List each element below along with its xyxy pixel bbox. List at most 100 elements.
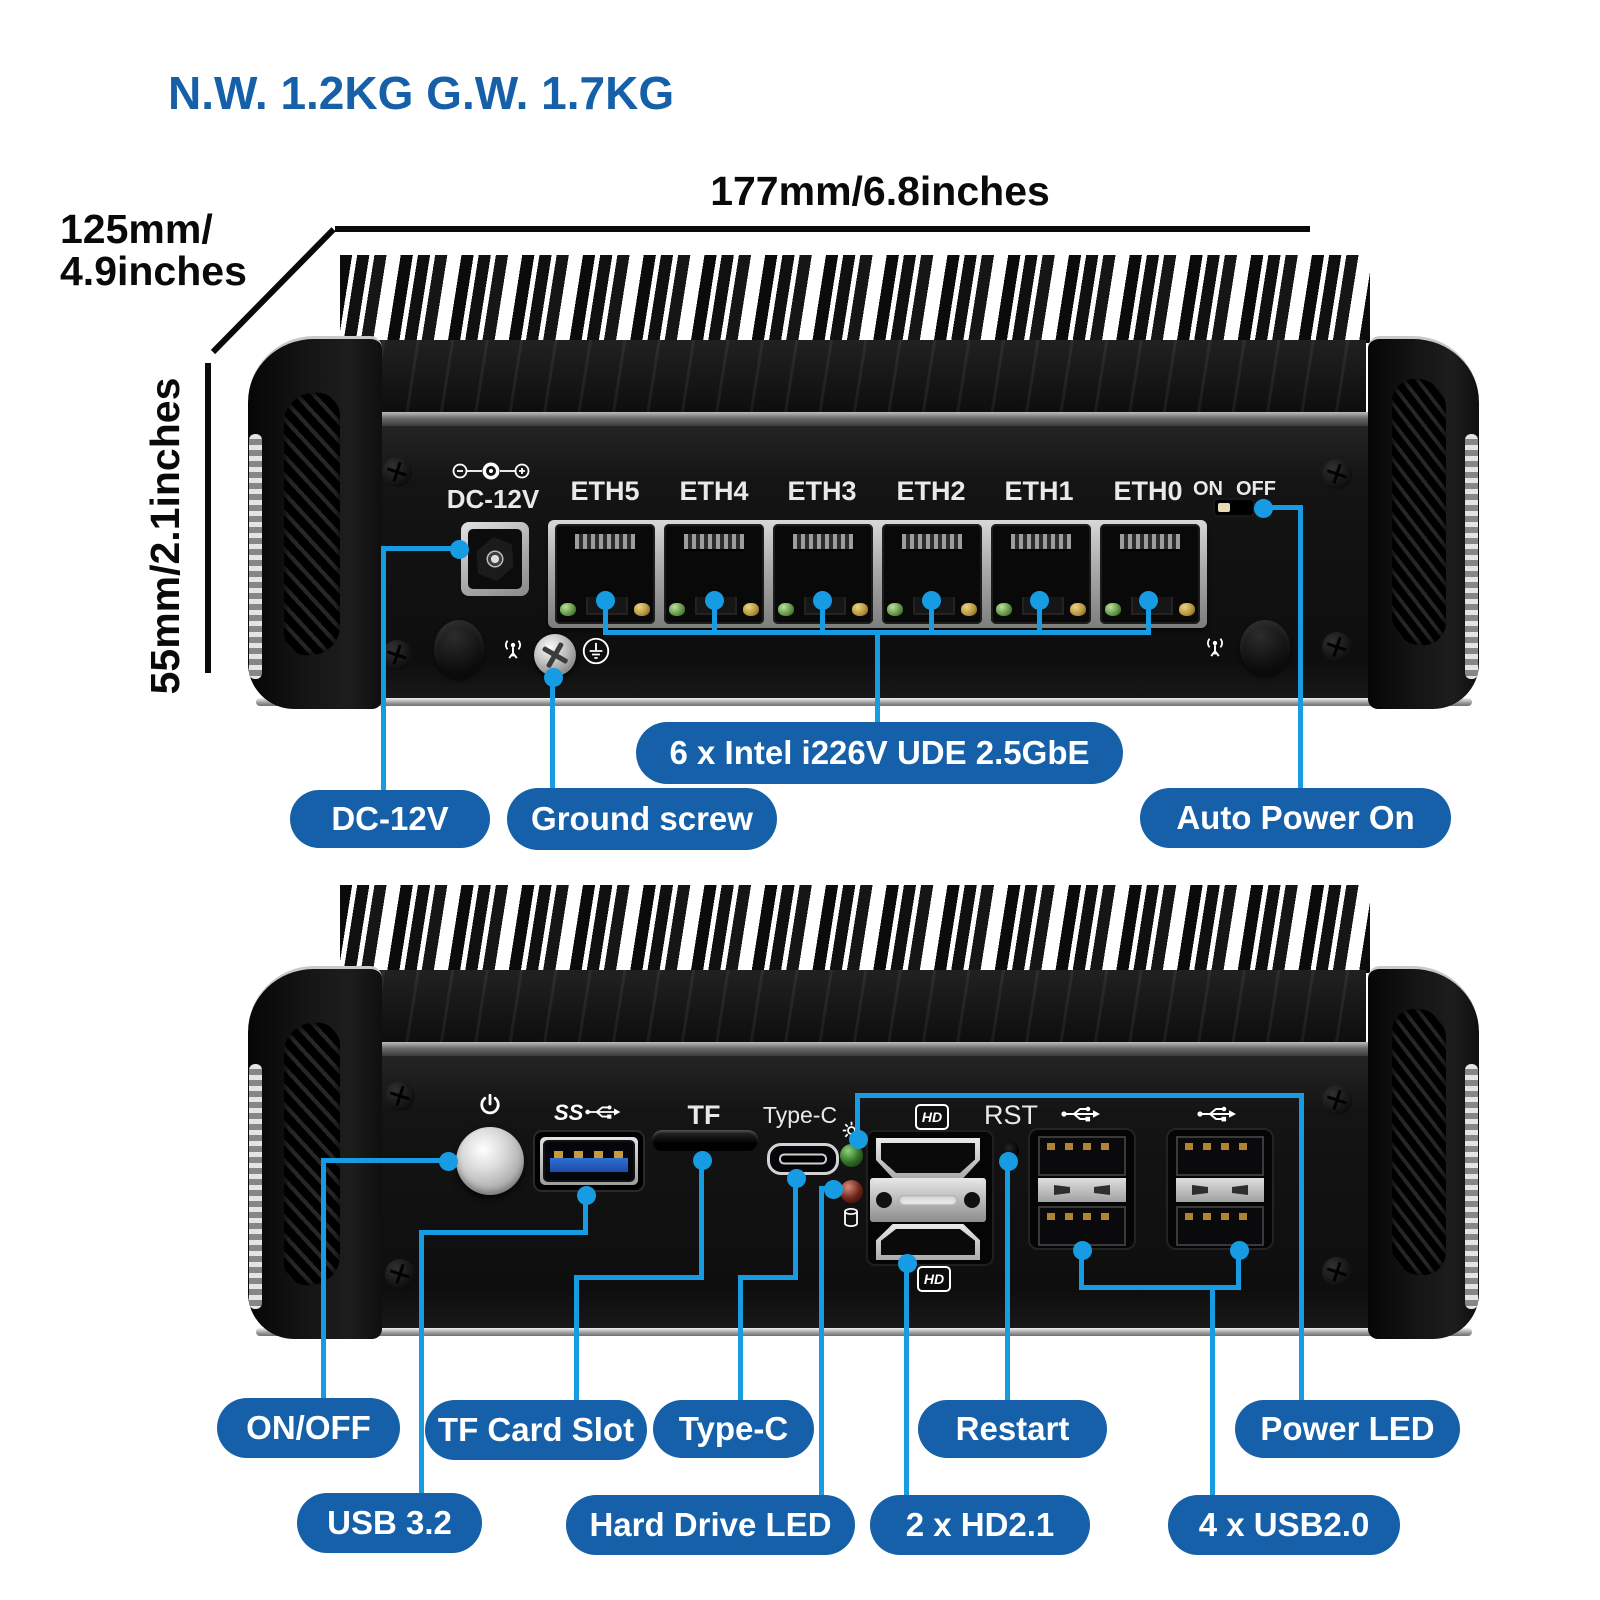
height-dimension-label: 55mm/2.1inches <box>142 377 188 695</box>
hard-drive-led <box>840 1180 863 1203</box>
power-led <box>840 1144 863 1167</box>
callout-line <box>1236 1250 1241 1290</box>
callout-line <box>793 1178 798 1280</box>
weights-heading: N.W. 1.2KG G.W. 1.7KG <box>168 67 675 119</box>
hdmi-port-bottom <box>876 1224 980 1260</box>
eth2-label: ETH2 <box>896 476 966 506</box>
end-cap-left-front <box>248 966 382 1339</box>
antenna-icon <box>504 640 522 659</box>
dc-power-jack <box>461 522 529 596</box>
end-cap-right-rear <box>1368 336 1479 709</box>
usb3-port <box>533 1130 645 1192</box>
panel-screw <box>382 640 412 670</box>
ethernet-port-bezel <box>548 520 1207 628</box>
chassis-top-edge-front <box>368 1042 1372 1058</box>
callout-line <box>820 600 825 635</box>
hard-drive-icon <box>844 1208 858 1227</box>
callout-dot-dc <box>450 540 469 559</box>
height-dimension-line <box>205 363 211 673</box>
callout-line <box>583 1195 588 1235</box>
tf-slot-label: TF <box>687 1100 721 1130</box>
vent-slot <box>1392 376 1446 648</box>
callout-line <box>1210 1285 1215 1495</box>
panel-screw <box>1322 1257 1352 1287</box>
panel-screw <box>1322 1085 1352 1115</box>
panel-screw <box>1322 459 1352 489</box>
callout-line <box>550 677 555 790</box>
callout-pill-ground: Ground screw <box>507 788 777 850</box>
callout-pill-typec: Type-C <box>653 1400 814 1458</box>
callout-line <box>422 1230 586 1235</box>
callout-pill-ethernet: 6 x Intel i226V UDE 2.5GbE <box>636 722 1123 784</box>
dc-polarity-icon <box>452 462 530 480</box>
eth4-label: ETH4 <box>679 476 749 506</box>
tf-card-slot <box>652 1130 758 1151</box>
depth-dimension-line2: 4.9inches <box>60 248 247 294</box>
ribbed-edge <box>1465 1064 1478 1309</box>
callout-line <box>699 1160 704 1280</box>
callout-line <box>1263 505 1303 510</box>
eth5-label: ETH5 <box>570 476 640 506</box>
hdmi-port-stack <box>866 1130 994 1266</box>
callout-pill-usb32: USB 3.2 <box>297 1493 482 1553</box>
callout-line <box>929 600 934 635</box>
chassis-top-edge-rear <box>368 412 1372 428</box>
dc-jack-pin <box>486 550 504 568</box>
callout-line <box>1299 1093 1304 1400</box>
callout-line <box>1079 1285 1241 1290</box>
callout-line <box>819 1186 824 1495</box>
switch-off-label: OFF <box>1236 478 1276 500</box>
antenna-hole-plug <box>1240 620 1290 675</box>
heatsink-base-rear <box>348 340 1366 414</box>
callout-pill-power-led: Power LED <box>1235 1400 1460 1458</box>
panel-screw <box>385 1081 415 1111</box>
callout-line <box>738 1275 743 1400</box>
antenna-hole-plug <box>434 620 484 678</box>
callout-line <box>577 1275 702 1280</box>
callout-line <box>383 546 459 551</box>
callout-dot-hdd-led <box>824 1180 843 1199</box>
panel-screw <box>382 457 412 487</box>
usb-icon <box>1197 1106 1236 1122</box>
hdmi-port-top <box>876 1138 980 1178</box>
callout-line <box>904 1263 909 1495</box>
end-cap-right-front <box>1368 966 1479 1339</box>
auto-power-switch <box>1215 500 1253 515</box>
usb3-speed-icon: SS <box>554 1100 621 1126</box>
callout-pill-onoff: ON/OFF <box>217 1398 400 1458</box>
callout-line <box>574 1275 579 1400</box>
usb2-port-stack <box>1028 1128 1136 1250</box>
power-button <box>456 1127 524 1195</box>
callout-pill-hdd-led: Hard Drive LED <box>566 1495 855 1555</box>
usb2-port-stack <box>1166 1128 1274 1250</box>
power-icon <box>480 1093 500 1115</box>
callout-pill-auto-power: Auto Power On <box>1140 788 1451 848</box>
hd-logo-icon: HD <box>917 1266 951 1292</box>
callout-line <box>324 1158 448 1163</box>
usb-icon <box>1061 1106 1100 1122</box>
hdmi-mount-plate <box>870 1178 986 1222</box>
callout-line <box>1146 600 1151 635</box>
heatsink-base-front <box>348 970 1366 1044</box>
callout-line <box>819 1186 833 1191</box>
callout-line <box>1298 505 1303 790</box>
callout-pill-restart: Restart <box>918 1400 1107 1458</box>
callout-line <box>603 600 608 635</box>
panel-screw <box>385 1259 415 1289</box>
vent-slot <box>1392 1006 1446 1278</box>
callout-line <box>1079 1250 1084 1290</box>
callout-pill-dc: DC-12V <box>290 790 490 848</box>
eth3-label: ETH3 <box>787 476 857 506</box>
chassis-bottom-edge-rear <box>256 698 1472 706</box>
ribbed-edge <box>1465 434 1478 679</box>
callout-pill-usb20: 4 x USB2.0 <box>1168 1495 1400 1555</box>
callout-line <box>855 1093 1304 1098</box>
dc-port-label: DC-12V <box>446 484 540 514</box>
callout-dot-power-button <box>439 1152 458 1171</box>
callout-line <box>855 1095 860 1139</box>
width-dimension-label: 177mm/6.8inches <box>710 168 1050 214</box>
chassis-bottom-edge-front <box>256 1328 1472 1336</box>
ground-symbol-icon <box>582 637 610 665</box>
callout-pill-hd21: 2 x HD2.1 <box>870 1495 1090 1555</box>
ribbed-edge <box>249 434 262 679</box>
